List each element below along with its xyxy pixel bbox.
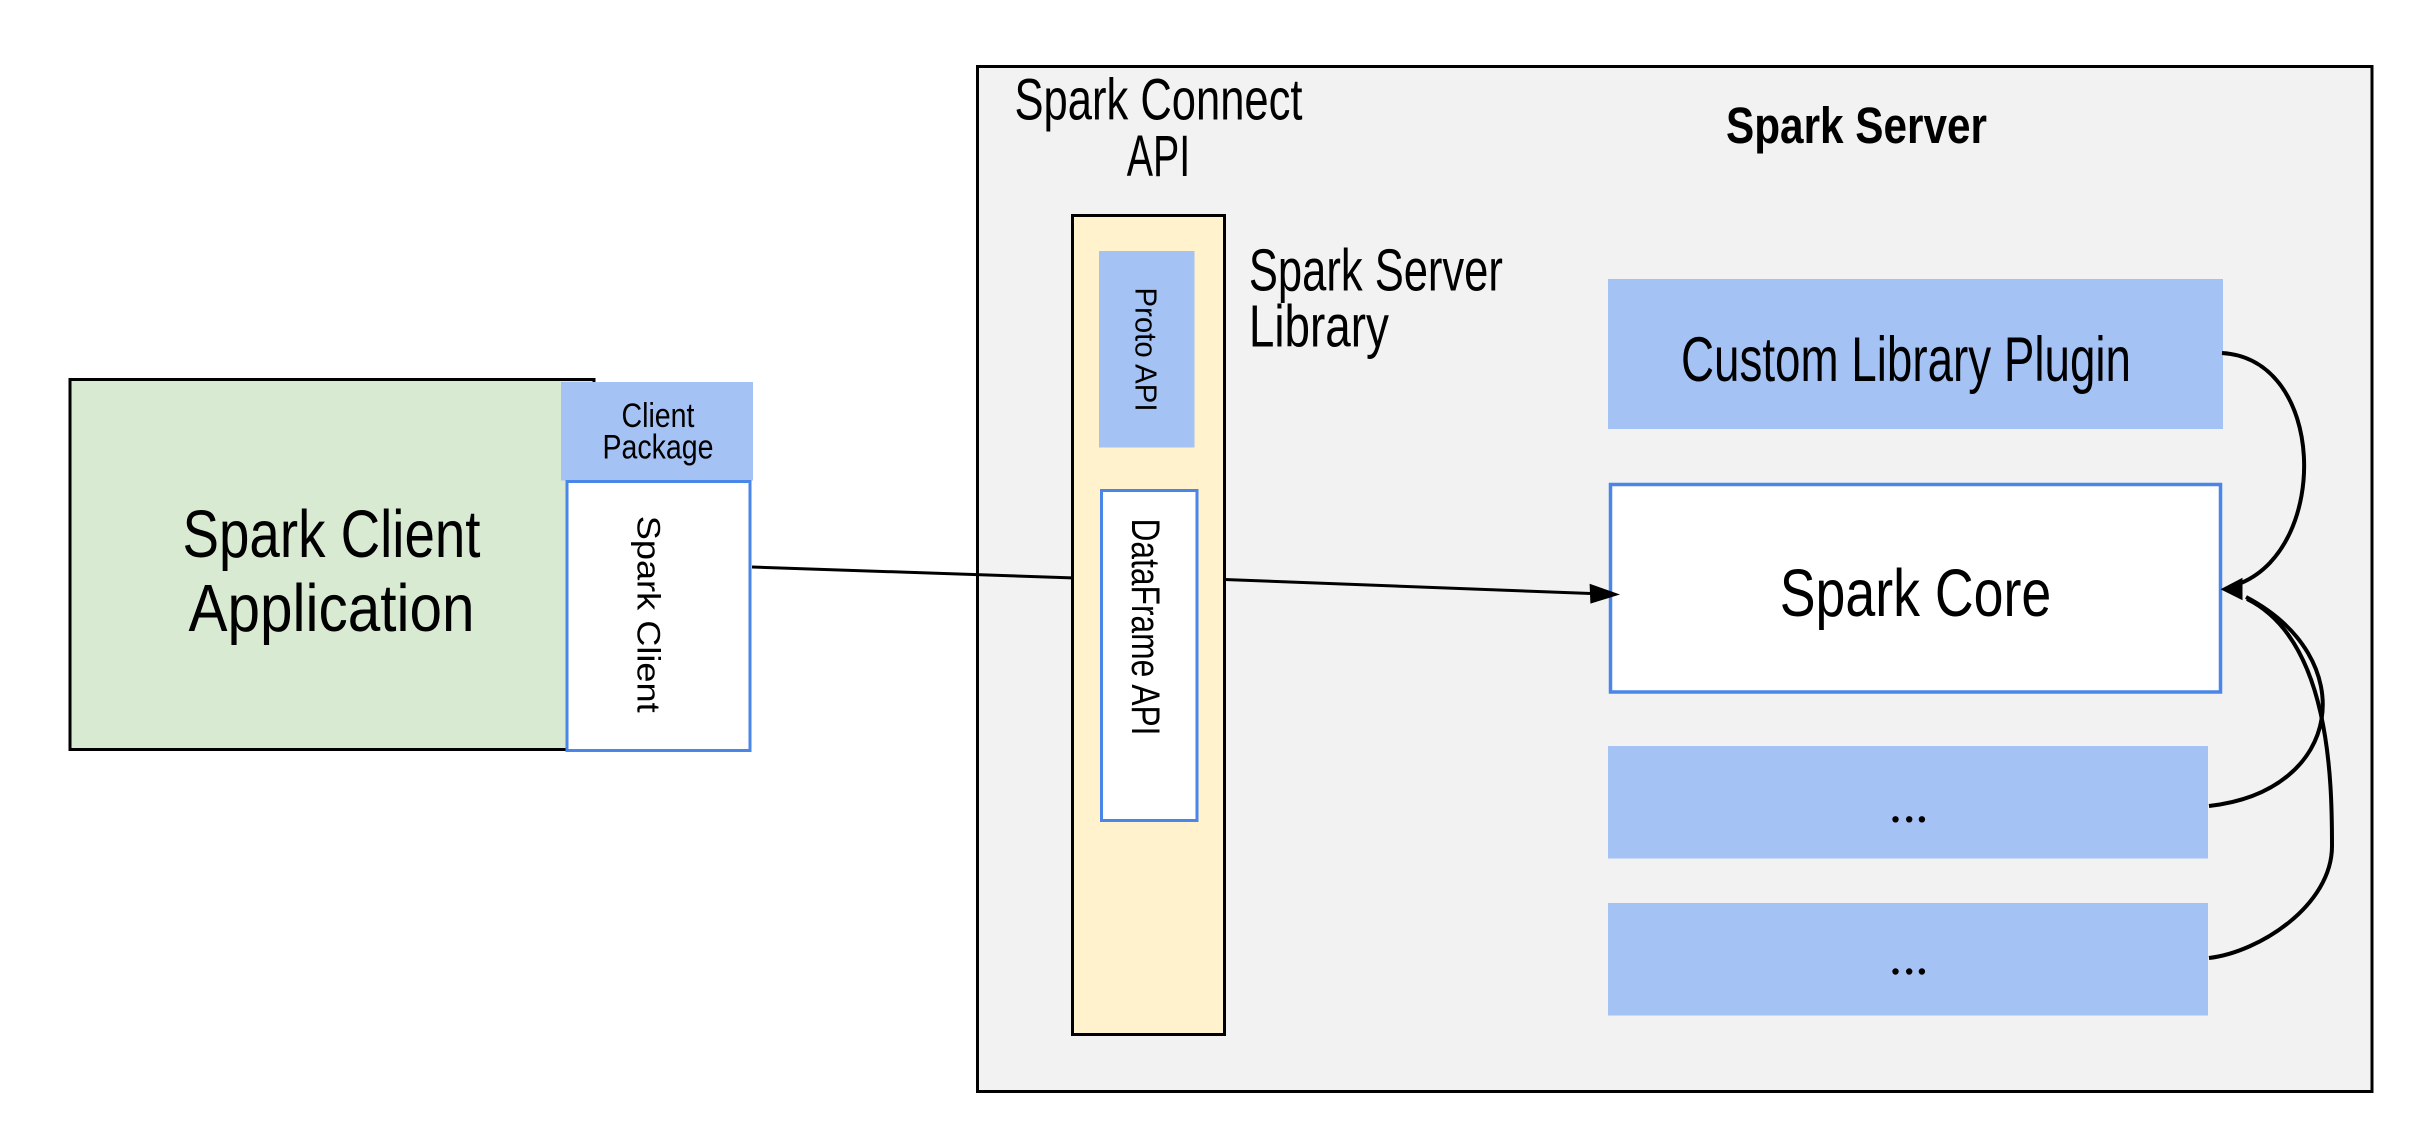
svg-text:Library: Library (1249, 293, 1389, 359)
svg-text:Spark Server: Spark Server (1726, 97, 1987, 154)
svg-text:Proto API: Proto API (1129, 288, 1164, 412)
svg-text:Package: Package (603, 429, 714, 467)
svg-text:Spark Client: Spark Client (183, 497, 481, 572)
svg-text:Application: Application (189, 571, 475, 646)
svg-text:Client: Client (622, 397, 695, 435)
svg-text:Custom Library Plugin: Custom Library Plugin (1681, 325, 2131, 395)
svg-text:Spark Server: Spark Server (1249, 238, 1503, 304)
svg-text:DataFrame API: DataFrame API (1123, 519, 1167, 736)
svg-text:Spark Connect: Spark Connect (1015, 68, 1303, 133)
svg-text:Spark Client: Spark Client (630, 516, 666, 713)
svg-text:Spark Core: Spark Core (1780, 556, 2052, 631)
svg-text:API: API (1127, 124, 1190, 189)
